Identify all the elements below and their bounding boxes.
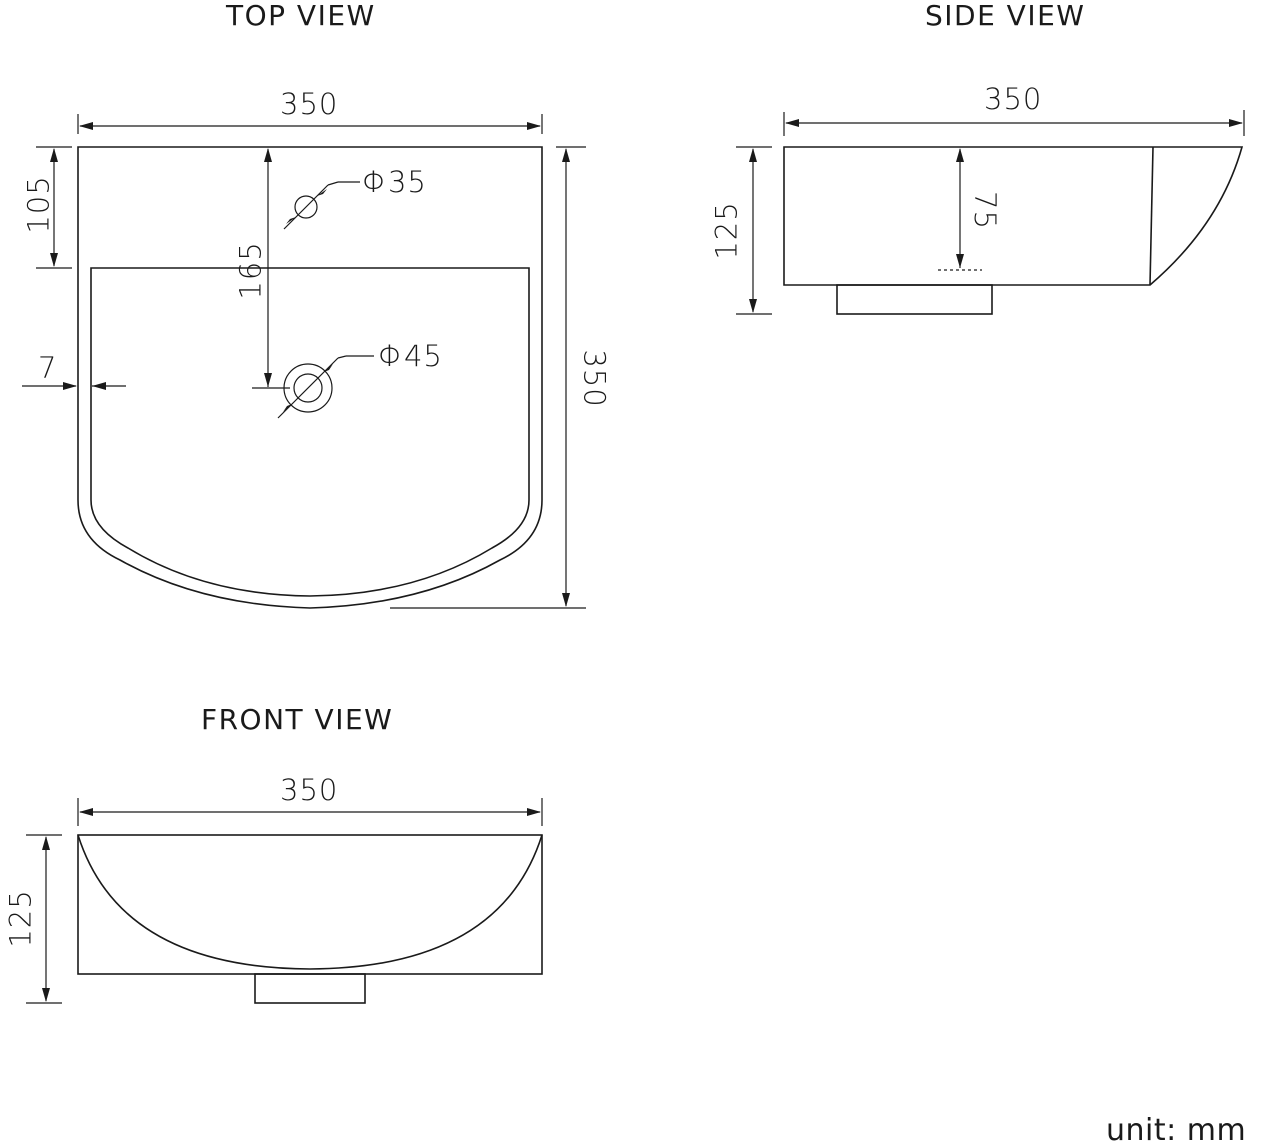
top-depth-dimension: 350 — [577, 349, 612, 408]
drain-offset-dimension: 165 — [233, 241, 268, 300]
tap-hole-diameter: Φ35 — [362, 165, 427, 199]
unit-label: unit: mm — [1106, 1113, 1247, 1148]
rim-thickness-dimension: 7 — [38, 351, 58, 385]
top-view-title: TOP VIEW — [226, 0, 376, 32]
side-view-drawing — [736, 110, 1245, 315]
bowl-depth-dimension: 75 — [967, 191, 1002, 230]
front-width-dimension: 350 — [280, 773, 339, 807]
top-view-drawing — [22, 114, 586, 609]
side-width-dimension: 350 — [984, 82, 1043, 116]
front-view-title: FRONT VIEW — [201, 703, 394, 736]
side-height-dimension: 125 — [709, 201, 744, 260]
top-width-dimension: 350 — [280, 87, 339, 121]
tap-offset-dimension: 105 — [21, 175, 56, 234]
front-view-drawing — [26, 798, 543, 1004]
side-view-title: SIDE VIEW — [925, 0, 1086, 32]
drain-hole-diameter: Φ45 — [378, 339, 443, 373]
front-height-dimension: 125 — [3, 889, 38, 948]
